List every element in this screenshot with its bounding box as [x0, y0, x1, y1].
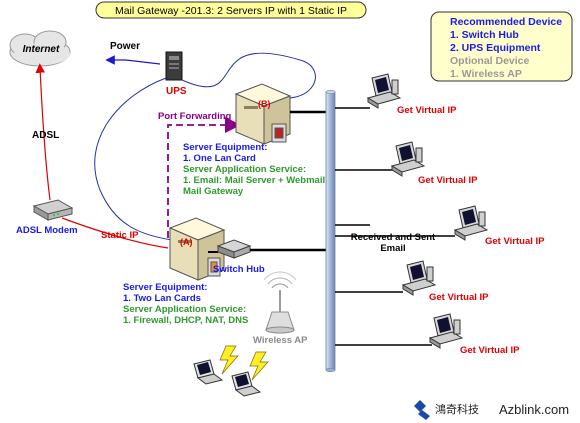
desktop-pc-icon	[390, 141, 426, 177]
client-3-label: Get Virtual IP	[485, 236, 545, 247]
legend-item-switch: 1. Switch Hub	[450, 29, 519, 41]
ups-icon	[165, 51, 183, 81]
switch-hub-icon	[216, 239, 252, 259]
server-b-equipment-item: 1. One Lan Card	[183, 153, 256, 164]
wireless-signal-icon	[249, 351, 269, 381]
desktop-pc-icon	[428, 313, 464, 349]
desktop-pc-icon	[366, 73, 402, 109]
client-2-label: Get Virtual IP	[418, 175, 478, 186]
brand-site: Azblink.com	[499, 402, 569, 417]
legend-optional-heading: Optional Device	[450, 55, 530, 67]
server-b-tag: (B)	[258, 99, 271, 109]
power-cable-a	[94, 77, 173, 241]
page-title: Mail Gateway -201.3: 2 Servers IP with 1…	[115, 5, 347, 17]
client-5-label: Get Virtual IP	[460, 345, 520, 356]
adsl-link	[35, 63, 51, 201]
server-a-icon	[168, 217, 226, 281]
brand-cn: 鴻奇科技	[435, 402, 479, 416]
static-ip-link	[61, 217, 169, 249]
wireless-ap-label: Wireless AP	[253, 335, 308, 346]
server-a-info: Server Equipment: 1. Two Lan Cards Serve…	[123, 282, 248, 326]
legend-optional-item: 1. Wireless AP	[450, 68, 522, 80]
internet-cloud-icon: Internet	[9, 30, 71, 67]
legend-box: Recommended Device 1. Switch Hub 2. UPS …	[430, 11, 573, 82]
desktop-pc-icon	[453, 205, 489, 241]
received-sent-line2: Email	[380, 243, 405, 254]
power-cable-b	[181, 52, 316, 99]
port-forwarding-link	[167, 116, 241, 238]
brand-logo-icon	[414, 400, 430, 420]
brand-footer: 鴻奇科技 Azblink.com	[414, 400, 569, 420]
client-pc-1: Get Virtual IP	[366, 73, 457, 116]
internet-label: Internet	[23, 44, 60, 55]
client-4-label: Get Virtual IP	[429, 292, 489, 303]
client-pc-3: Get Virtual IP	[453, 205, 545, 247]
received-sent-line1: Received and Sent	[351, 232, 436, 243]
legend-item-ups: 2. UPS Equipment	[450, 42, 541, 54]
adsl-label: ADSL	[32, 130, 59, 141]
client-pc-4: Get Virtual IP	[401, 260, 489, 303]
static-ip-label: Static IP	[101, 230, 139, 241]
legend-heading: Recommended Device	[450, 16, 562, 28]
laptop-icon	[231, 371, 262, 397]
client-pc-2: Get Virtual IP	[390, 141, 478, 186]
adsl-modem-icon	[32, 199, 74, 221]
wireless-signal-icon	[219, 345, 239, 375]
power-label: Power	[110, 41, 140, 52]
wireless-ap-icon	[263, 271, 297, 334]
server-a-service-heading: Server Application Service:	[123, 304, 246, 315]
power-arrow	[105, 55, 161, 65]
server-b-service-line1: 1. Email: Mail Server + Webmail +	[183, 175, 334, 186]
server-a-equipment-heading: Server Equipment:	[123, 282, 207, 293]
server-a-equipment-item: 1. Two Lan Cards	[123, 293, 201, 304]
client-1-label: Get Virtual IP	[397, 105, 457, 116]
laptop-icon	[193, 359, 224, 385]
network-bus	[325, 91, 336, 371]
title-bar: Mail Gateway -201.3: 2 Servers IP with 1…	[95, 1, 367, 19]
port-forwarding-label: Port Forwarding	[158, 111, 232, 122]
ups-label: UPS	[166, 86, 187, 97]
adsl-modem-label: ADSL Modem	[16, 225, 78, 236]
server-b-icon	[234, 83, 292, 145]
server-b-service-heading: Server Application Service:	[183, 164, 306, 175]
server-b-service-line2: Mail Gateway	[183, 186, 244, 197]
switch-hub-label: Switch Hub	[213, 264, 265, 275]
desktop-pc-icon	[401, 260, 437, 296]
server-b-info: Server Equipment: 1. One Lan Card Server…	[183, 142, 334, 197]
client-pc-5: Get Virtual IP	[428, 313, 520, 356]
server-a-tag: (A)	[180, 237, 193, 247]
server-b-equipment-heading: Server Equipment:	[183, 142, 267, 153]
server-a-service-line1: 1. Firewall, DHCP, NAT, DNS	[123, 315, 248, 326]
